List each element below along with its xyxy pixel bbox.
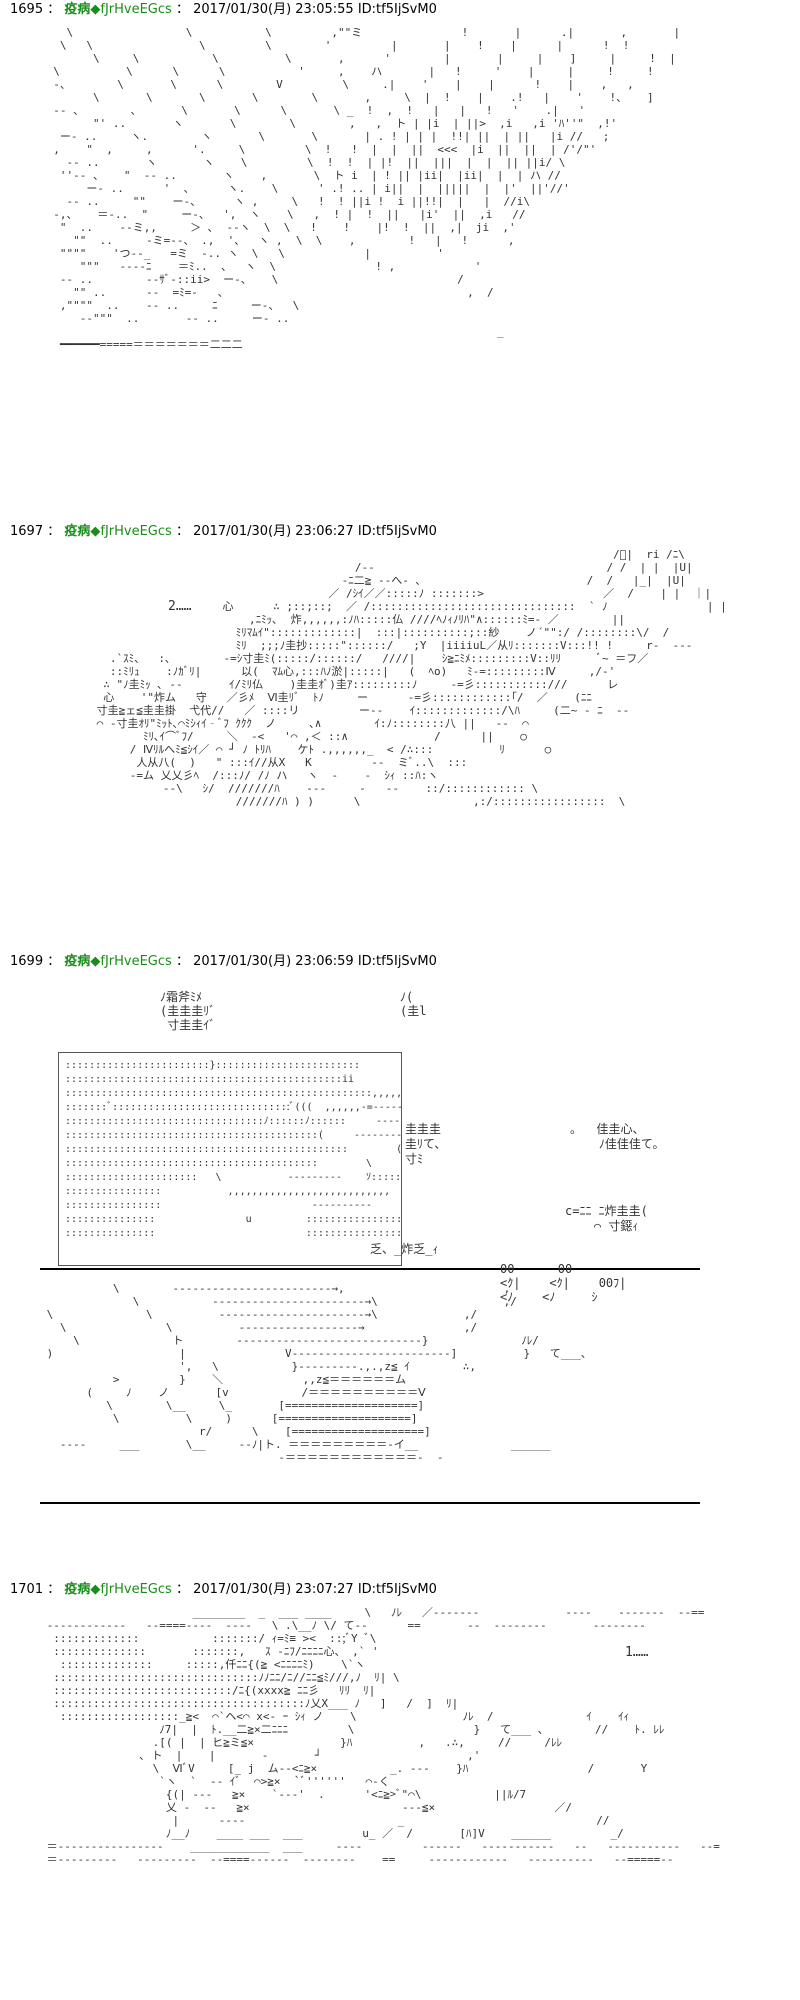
post-header: 1697 ： 疫病◆fJrHveEGcs ： 2017/01/30(月) 23:… bbox=[10, 524, 437, 539]
label-kanji-left: ﾉ霜斧ﾐﾒ (圭圭圭ﾘﾞ 寸圭圭ｲﾞ bbox=[160, 990, 216, 1032]
post-number[interactable]: 1695 bbox=[10, 2, 44, 17]
count-box: 1…… bbox=[570, 1624, 720, 1688]
poster-name: 疫病 bbox=[64, 2, 91, 17]
divider bbox=[40, 1268, 700, 1270]
ascii-art: \ ‐‐‐‐‐‐‐‐‐‐‐‐‐‐‐‐‐‐‐‐‐‐‐‐→, , \ ‐‐‐‐‐‐‐… bbox=[46, 1282, 592, 1464]
post-header: 1701 ： 疫病◆fJrHveEGcs ： 2017/01/30(月) 23:… bbox=[10, 1582, 437, 1597]
post-1697: 1697 ： 疫病◆fJrHveEGcs ： 2017/01/30(月) 23:… bbox=[0, 522, 800, 922]
post-datetime: 2017/01/30(月) 23:05:55 bbox=[193, 2, 354, 17]
post-header: 1695 ： 疫病◆fJrHveEGcs ： 2017/01/30(月) 23:… bbox=[10, 2, 437, 17]
ascii-art: \ \ \ ,""ミ ! | .| , | \ \ \ \ ' | | ! | … bbox=[53, 26, 681, 351]
poster-name: 疫病 bbox=[64, 1582, 91, 1597]
poster-trip: ◆fJrHveEGcs bbox=[90, 2, 172, 17]
post-number[interactable]: 1701 bbox=[10, 1582, 44, 1597]
poster-id[interactable]: ID:tf5IjSvM0 bbox=[357, 2, 437, 17]
divider-bottom bbox=[40, 1502, 700, 1504]
poster-trip: ◆fJrHveEGcs bbox=[90, 1582, 172, 1597]
label-kanji-right2: 。 佳圭心、 ﾉ佳佳佳て。 bbox=[570, 1122, 665, 1151]
post-number[interactable]: 1697 bbox=[10, 524, 44, 539]
count-box: 2…… bbox=[118, 578, 268, 642]
poster-id[interactable]: ID:tf5IjSvM0 bbox=[357, 1582, 437, 1597]
label-bottom: 乏、_炸乏_ｨ bbox=[370, 1242, 439, 1256]
label-oo: 00 00 <ｸ| <ｸ| 00ﾌ| <ﾉ <ﾉ ｼ bbox=[500, 1262, 627, 1304]
post-datetime: 2017/01/30(月) 23:07:27 bbox=[193, 1582, 354, 1597]
ascii-art: /ﾞ| ri /ﾆ\ /‐- / / | | |U| -ﾆ二≧ ‐-へ‐ ､ /… bbox=[96, 548, 727, 808]
label-kanji-right3: c=ﾆﾆ ﾆ炸圭圭( ⌒ 寸鐚ｨ bbox=[565, 1204, 648, 1233]
post-number[interactable]: 1699 bbox=[10, 954, 44, 969]
poster-name: 疫病 bbox=[64, 954, 91, 969]
post-datetime: 2017/01/30(月) 23:06:27 bbox=[193, 524, 354, 539]
post-datetime: 2017/01/30(月) 23:06:59 bbox=[193, 954, 354, 969]
poster-id[interactable]: ID:tf5IjSvM0 bbox=[357, 524, 437, 539]
label-kanji-right: ﾉ( (圭l bbox=[400, 990, 427, 1018]
poster-name: 疫病 bbox=[64, 524, 91, 539]
post-1695: 1695 ： 疫病◆fJrHveEGcs ： 2017/01/30(月) 23:… bbox=[0, 0, 800, 520]
poster-trip: ◆fJrHveEGcs bbox=[90, 954, 172, 969]
poster-id[interactable]: ID:tf5IjSvM0 bbox=[357, 954, 437, 969]
count-text: 2…… bbox=[168, 599, 192, 614]
poster-trip: ◆fJrHveEGcs bbox=[90, 524, 172, 539]
framed-panel: ::::::::::::::::::::::::}:::::::::::::::… bbox=[58, 1052, 402, 1266]
count-text: 1…… bbox=[625, 1645, 649, 1660]
ascii-art: ________ _ ___ ____ \ ﾉﾚ ／‐‐‐‐‐‐‐ ‐‐‐‐ ‐… bbox=[46, 1606, 720, 1866]
post-1699: 1699 ： 疫病◆fJrHveEGcs ： 2017/01/30(月) 23:… bbox=[0, 922, 800, 1562]
post-header: 1699 ： 疫病◆fJrHveEGcs ： 2017/01/30(月) 23:… bbox=[10, 954, 437, 969]
post-1701: 1701 ： 疫病◆fJrHveEGcs ： 2017/01/30(月) 23:… bbox=[0, 1580, 800, 2000]
label-kanji-mid: 圭圭圭 圭ﾘて、 寸ﾐ bbox=[405, 1122, 447, 1166]
